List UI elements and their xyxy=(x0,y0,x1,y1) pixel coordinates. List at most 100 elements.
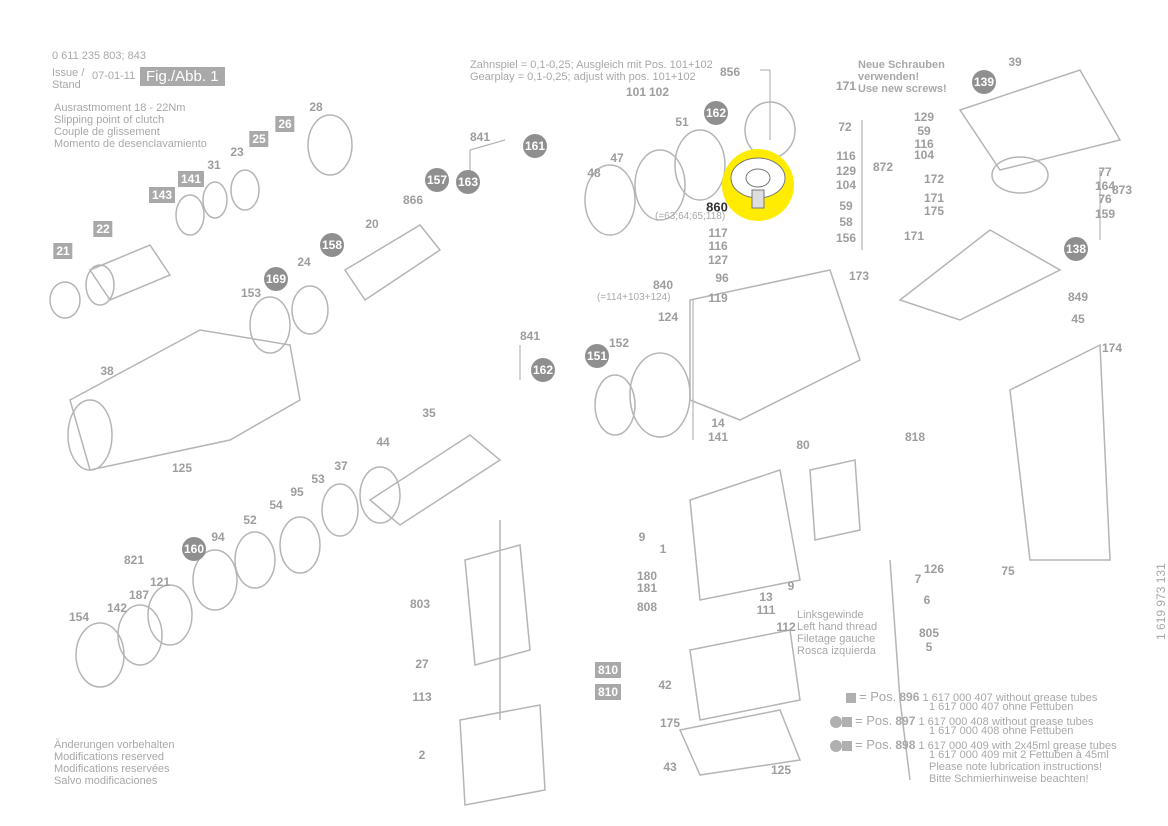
part-label[interactable]: 24 xyxy=(297,255,311,269)
part-label[interactable]: 187 xyxy=(128,588,150,602)
part-label[interactable]: 160 xyxy=(182,537,206,561)
part-label[interactable]: 35 xyxy=(422,406,436,420)
part-label[interactable]: 156 xyxy=(835,231,857,245)
part-label[interactable]: 841 xyxy=(519,329,541,343)
part-label[interactable]: 28 xyxy=(309,100,323,114)
part-label[interactable]: 75 xyxy=(1001,564,1015,578)
part-label[interactable]: 138 xyxy=(1064,237,1088,261)
part-label[interactable]: 803 xyxy=(409,597,431,611)
part-label[interactable]: 31 xyxy=(207,158,221,172)
part-label[interactable]: 116 xyxy=(836,149,856,163)
part-label[interactable]: 51 xyxy=(675,115,689,129)
part-label[interactable]: 125 xyxy=(171,461,193,475)
part-label[interactable]: 14 xyxy=(711,416,725,430)
part-label[interactable]: 25 xyxy=(249,131,269,147)
part-label[interactable]: 53 xyxy=(311,472,325,486)
part-label[interactable]: 174 xyxy=(1101,341,1123,355)
part-label[interactable]: 127 xyxy=(707,253,729,267)
part-label[interactable]: 23 xyxy=(230,145,244,159)
part-label[interactable]: 153 xyxy=(240,286,262,300)
part-label[interactable]: 121 xyxy=(149,575,171,589)
part-label[interactable]: 59 xyxy=(917,124,931,138)
part-label[interactable]: 810 xyxy=(594,684,622,700)
part-label[interactable]: 124 xyxy=(657,310,679,324)
part-label[interactable]: 39 xyxy=(1008,55,1022,69)
part-label[interactable]: 113 xyxy=(412,690,432,704)
part-label[interactable]: 125 xyxy=(770,763,792,777)
part-label[interactable]: 175 xyxy=(923,204,945,218)
part-label[interactable]: 129 xyxy=(913,110,935,124)
part-label[interactable]: 20 xyxy=(365,217,379,231)
part-label[interactable]: 142 xyxy=(106,601,128,615)
part-label[interactable]: 1 xyxy=(659,542,667,556)
part-label[interactable]: 856 xyxy=(719,65,741,79)
part-label[interactable]: 171 xyxy=(923,191,945,205)
part-label[interactable]: 873 xyxy=(1111,183,1133,197)
part-label[interactable]: 158 xyxy=(320,233,344,257)
part-label[interactable]: 104 xyxy=(913,148,935,162)
part-label[interactable]: 181 xyxy=(636,581,658,595)
part-label[interactable]: 872 xyxy=(872,160,894,174)
part-label[interactable]: 102 xyxy=(648,85,670,99)
part-label[interactable]: 9 xyxy=(638,530,646,544)
part-label[interactable]: 821 xyxy=(123,553,145,567)
part-label[interactable]: 2 xyxy=(418,748,426,762)
part-label[interactable]: 104 xyxy=(835,178,857,192)
part-label[interactable]: 171 xyxy=(903,229,925,243)
part-label[interactable]: 45 xyxy=(1071,312,1085,326)
part-label[interactable]: 154 xyxy=(68,610,90,624)
part-label[interactable]: 169 xyxy=(264,267,288,291)
part-label[interactable]: 26 xyxy=(275,116,295,132)
part-label[interactable]: 48 xyxy=(587,166,601,180)
part-label[interactable]: 173 xyxy=(848,269,870,283)
part-label[interactable]: 72 xyxy=(838,120,852,134)
part-label[interactable]: 152 xyxy=(608,336,630,350)
part-label[interactable]: 157 xyxy=(425,168,449,192)
part-label[interactable]: 163 xyxy=(456,170,480,194)
part-label[interactable]: 76 xyxy=(1098,192,1112,206)
part-label[interactable]: 80 xyxy=(796,438,810,452)
part-label[interactable]: 94 xyxy=(211,530,225,544)
part-label[interactable]: 151 xyxy=(585,344,609,368)
part-label[interactable]: 21 xyxy=(53,243,73,259)
part-label[interactable]: 126 xyxy=(923,562,945,576)
part-label[interactable]: 161 xyxy=(523,134,547,158)
part-label[interactable]: 47 xyxy=(610,151,624,165)
part-label[interactable]: 180 xyxy=(636,569,658,583)
part-label[interactable]: 59 xyxy=(839,199,853,213)
part-label[interactable]: 818 xyxy=(904,430,926,444)
part-label[interactable]: 141 xyxy=(707,430,729,444)
part-label[interactable]: 141 xyxy=(177,171,205,187)
part-label[interactable]: 171 xyxy=(835,79,857,93)
part-label[interactable]: 129 xyxy=(835,164,857,178)
part-label[interactable]: 77 xyxy=(1098,165,1112,179)
part-label[interactable]: 840 xyxy=(652,278,674,292)
part-label[interactable]: 7 xyxy=(914,572,922,586)
part-label[interactable]: 162 xyxy=(531,358,555,382)
part-label[interactable]: 95 xyxy=(290,485,304,499)
part-label[interactable]: 5 xyxy=(925,640,933,654)
part-label[interactable]: 101 xyxy=(625,85,647,99)
part-label[interactable]: 116 xyxy=(708,239,728,253)
part-label[interactable]: 849 xyxy=(1067,290,1089,304)
part-label[interactable]: 805 xyxy=(918,626,940,640)
part-label[interactable]: 42 xyxy=(658,678,672,692)
part-label[interactable]: 37 xyxy=(334,459,348,473)
part-label[interactable]: 52 xyxy=(243,513,257,527)
part-label[interactable]: 117 xyxy=(708,226,728,240)
part-label[interactable]: 96 xyxy=(715,271,729,285)
part-label[interactable]: 808 xyxy=(636,600,658,614)
part-label[interactable]: 112 xyxy=(776,620,796,634)
part-label[interactable]: 9 xyxy=(787,579,795,593)
part-label[interactable]: 22 xyxy=(93,221,113,237)
part-label[interactable]: 162 xyxy=(704,101,728,125)
part-label[interactable]: 44 xyxy=(376,435,390,449)
part-label[interactable]: 143 xyxy=(148,187,176,203)
part-label[interactable]: 111 xyxy=(756,603,776,617)
part-label[interactable]: 810 xyxy=(594,662,622,678)
part-label[interactable]: 139 xyxy=(972,70,996,94)
part-label[interactable]: 43 xyxy=(663,760,677,774)
part-label[interactable]: 164 xyxy=(1094,179,1116,193)
part-label[interactable]: 172 xyxy=(923,172,945,186)
part-label[interactable]: 54 xyxy=(269,498,283,512)
